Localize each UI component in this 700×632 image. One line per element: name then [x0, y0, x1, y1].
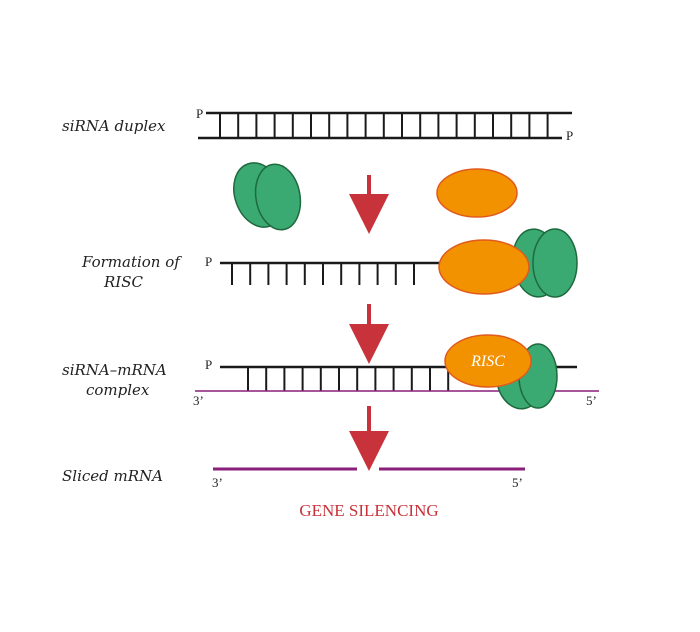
- sirna-duplex: P P: [196, 106, 573, 143]
- label-sliced-mrna: Sliced mRNA: [62, 467, 163, 485]
- five-prime-end-complex: 5’: [586, 393, 597, 408]
- risc-protein-free: [436, 168, 518, 218]
- guide-mrna-base-pairs: [247, 367, 450, 391]
- label-formation-line2: RISC: [103, 273, 143, 291]
- label-formation-line1: Formation of: [81, 253, 182, 271]
- label-complex-line2: complex: [86, 381, 150, 399]
- three-prime-end-sliced: 3’: [212, 475, 223, 490]
- sirna-mrna-complex: P RISC 3’ 5’: [193, 334, 599, 410]
- risc-protein-bound: [438, 239, 530, 295]
- label-complex-line1: siRNA–mRNA: [62, 361, 167, 379]
- duplex-base-pairs: [219, 113, 549, 138]
- five-prime-end-sliced: 5’: [512, 475, 523, 490]
- p-end-bottom: P: [566, 128, 573, 143]
- risc-formation: P: [205, 228, 578, 298]
- p-end-complex: P: [205, 357, 212, 372]
- label-sirna-duplex: siRNA duplex: [62, 117, 166, 135]
- gene-silencing-caption: GENE SILENCING: [299, 501, 438, 520]
- guide-strand-bases: [231, 263, 415, 285]
- risc-label: RISC: [470, 353, 505, 370]
- sliced-mrna: 3’ 5’: [212, 467, 525, 490]
- argonaute-subunit-right: [254, 163, 302, 231]
- p-end-formation: P: [205, 254, 212, 269]
- risc-protein-complex: [444, 334, 532, 388]
- argonaute-subunit-right-bound: [532, 228, 578, 298]
- argonaute-protein-free: [233, 162, 302, 231]
- three-prime-end-complex: 3’: [193, 393, 204, 408]
- p-end-top: P: [196, 106, 203, 121]
